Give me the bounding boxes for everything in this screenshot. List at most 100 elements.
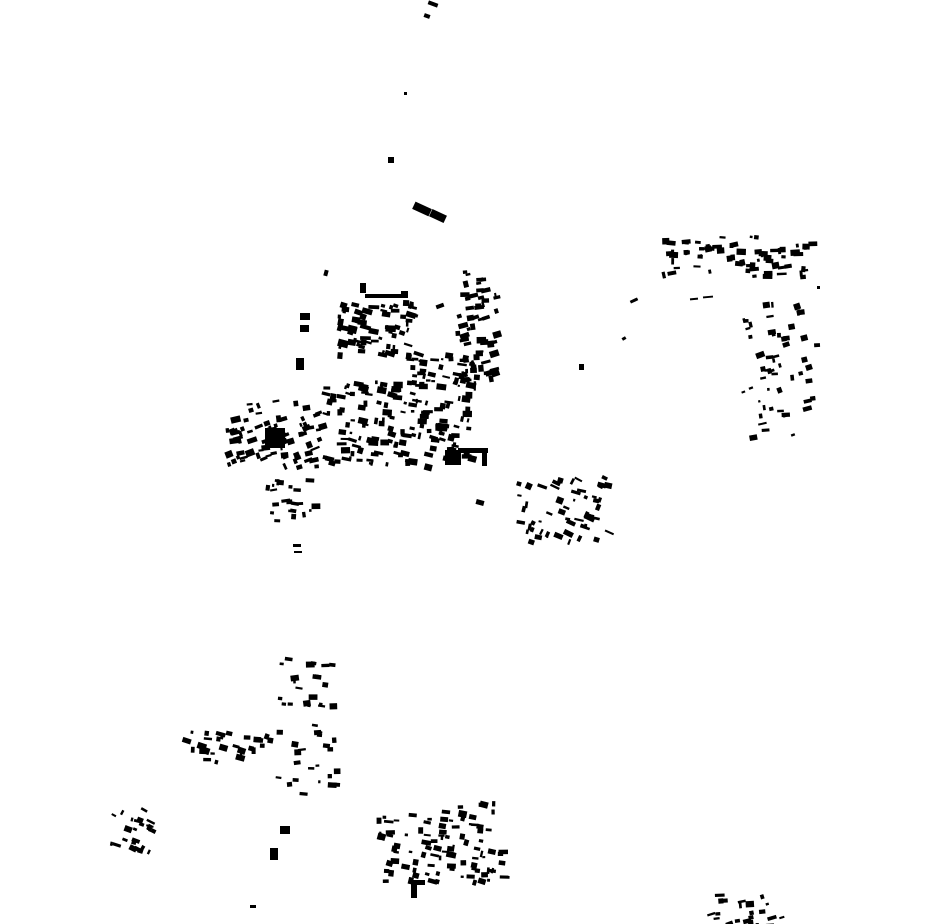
building [408, 812, 417, 818]
building [225, 428, 230, 433]
building [673, 266, 680, 270]
building [389, 415, 395, 420]
building [296, 358, 304, 370]
building [300, 325, 309, 332]
building [800, 266, 806, 273]
building [132, 827, 138, 832]
building [345, 421, 351, 428]
building [492, 330, 503, 339]
building [661, 271, 667, 279]
building [357, 416, 369, 426]
building [270, 848, 278, 860]
building [409, 426, 415, 431]
building [466, 314, 475, 322]
building [621, 336, 627, 341]
building [770, 248, 780, 253]
building [255, 402, 261, 409]
building [390, 308, 400, 313]
building [224, 449, 234, 459]
building [280, 826, 290, 834]
building [368, 461, 373, 465]
building [331, 737, 337, 743]
building [423, 412, 429, 419]
building [112, 842, 122, 848]
building [462, 270, 468, 274]
building [337, 314, 342, 319]
building [767, 914, 777, 922]
building [380, 303, 386, 308]
building [479, 850, 484, 858]
building [462, 410, 473, 418]
building [766, 314, 774, 319]
building [295, 464, 303, 471]
building [437, 422, 448, 430]
building [111, 813, 117, 818]
building [412, 858, 419, 866]
building [473, 384, 476, 391]
building [747, 919, 754, 924]
building [404, 833, 409, 837]
building [301, 511, 306, 518]
building [412, 201, 432, 217]
building [308, 694, 318, 700]
building [444, 834, 450, 840]
building [236, 450, 245, 457]
building [427, 817, 432, 821]
building [716, 247, 725, 254]
building [190, 746, 195, 753]
building [451, 825, 460, 829]
building [259, 455, 268, 462]
building [225, 730, 233, 737]
building [465, 377, 471, 382]
building [475, 303, 482, 308]
building [796, 309, 800, 316]
building [667, 270, 677, 276]
building [734, 918, 741, 923]
building [435, 424, 439, 431]
building [353, 337, 357, 341]
building [493, 308, 499, 314]
building [753, 234, 759, 240]
building [181, 736, 192, 745]
building [768, 406, 774, 412]
building [433, 844, 443, 852]
building [311, 503, 321, 510]
building [316, 436, 323, 443]
building [487, 878, 491, 882]
building [576, 488, 587, 494]
building [424, 845, 433, 851]
building [707, 911, 716, 917]
building [299, 791, 308, 796]
building [793, 251, 804, 257]
building [239, 455, 248, 461]
building [482, 450, 487, 466]
building [315, 764, 320, 767]
building [250, 905, 256, 908]
building [491, 809, 495, 815]
building [393, 324, 401, 331]
building [749, 235, 753, 239]
building [423, 13, 431, 19]
building [549, 483, 560, 491]
building [327, 747, 334, 752]
building [477, 877, 487, 886]
building [336, 442, 347, 446]
building [293, 760, 301, 766]
building [328, 459, 336, 467]
building [579, 364, 584, 370]
building [805, 378, 813, 384]
building [348, 456, 352, 461]
building [517, 494, 522, 497]
building [777, 409, 784, 413]
building [589, 514, 595, 521]
building [569, 478, 575, 485]
building [779, 246, 786, 253]
building [210, 752, 215, 755]
building [360, 383, 369, 389]
building [265, 453, 272, 458]
building [539, 528, 544, 536]
building [401, 291, 408, 298]
building [534, 534, 543, 541]
building [738, 902, 743, 909]
